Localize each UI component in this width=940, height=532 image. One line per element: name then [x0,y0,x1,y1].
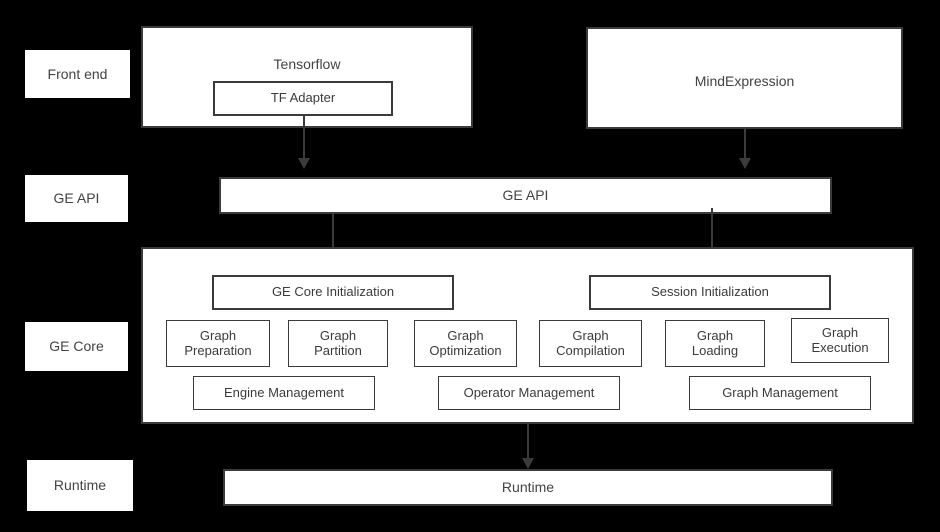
stage-label-runtime: Runtime [27,460,133,511]
node-session-initialization[interactable]: Session Initialization [589,275,831,310]
stage-label-ge-api: GE API [25,175,128,222]
stage-label-front-end: Front end [25,50,130,98]
node-graph-partition[interactable]: Graph Partition [288,320,388,367]
bar-ge-api[interactable]: GE API [219,177,832,214]
panel-tensorflow-title: Tensorflow [273,56,341,72]
connector-ge-api-to-session-init-line [711,208,713,259]
node-graph-optimization[interactable]: Graph Optimization [414,320,517,367]
panel-mindexpression: MindExpression [586,27,903,129]
node-tf-adapter[interactable]: TF Adapter [213,81,393,116]
panel-mindexpression-title: MindExpression [694,73,795,89]
connector-tf-adapter-to-ge-api-line [303,116,305,161]
stage-label-ge-core: GE Core [25,322,128,371]
node-graph-loading[interactable]: Graph Loading [665,320,765,367]
connector-tf-adapter-to-ge-api-arrow [298,158,310,169]
connector-ge-core-to-runtime-arrow [522,458,534,469]
node-graph-compilation[interactable]: Graph Compilation [539,320,642,367]
node-graph-management[interactable]: Graph Management [689,376,871,410]
connector-mindexpression-to-ge-api-arrow [739,158,751,169]
node-operator-management[interactable]: Operator Management [438,376,620,410]
bar-runtime[interactable]: Runtime [223,469,833,506]
connector-ge-api-to-ge-core-init-line [332,214,334,259]
connector-mindexpression-to-ge-api-line [744,129,746,161]
node-ge-core-initialization[interactable]: GE Core Initialization [212,275,454,310]
connector-ge-core-to-runtime-line [527,424,529,464]
node-graph-execution[interactable]: Graph Execution [791,318,889,363]
node-graph-preparation[interactable]: Graph Preparation [166,320,270,367]
node-engine-management[interactable]: Engine Management [193,376,375,410]
